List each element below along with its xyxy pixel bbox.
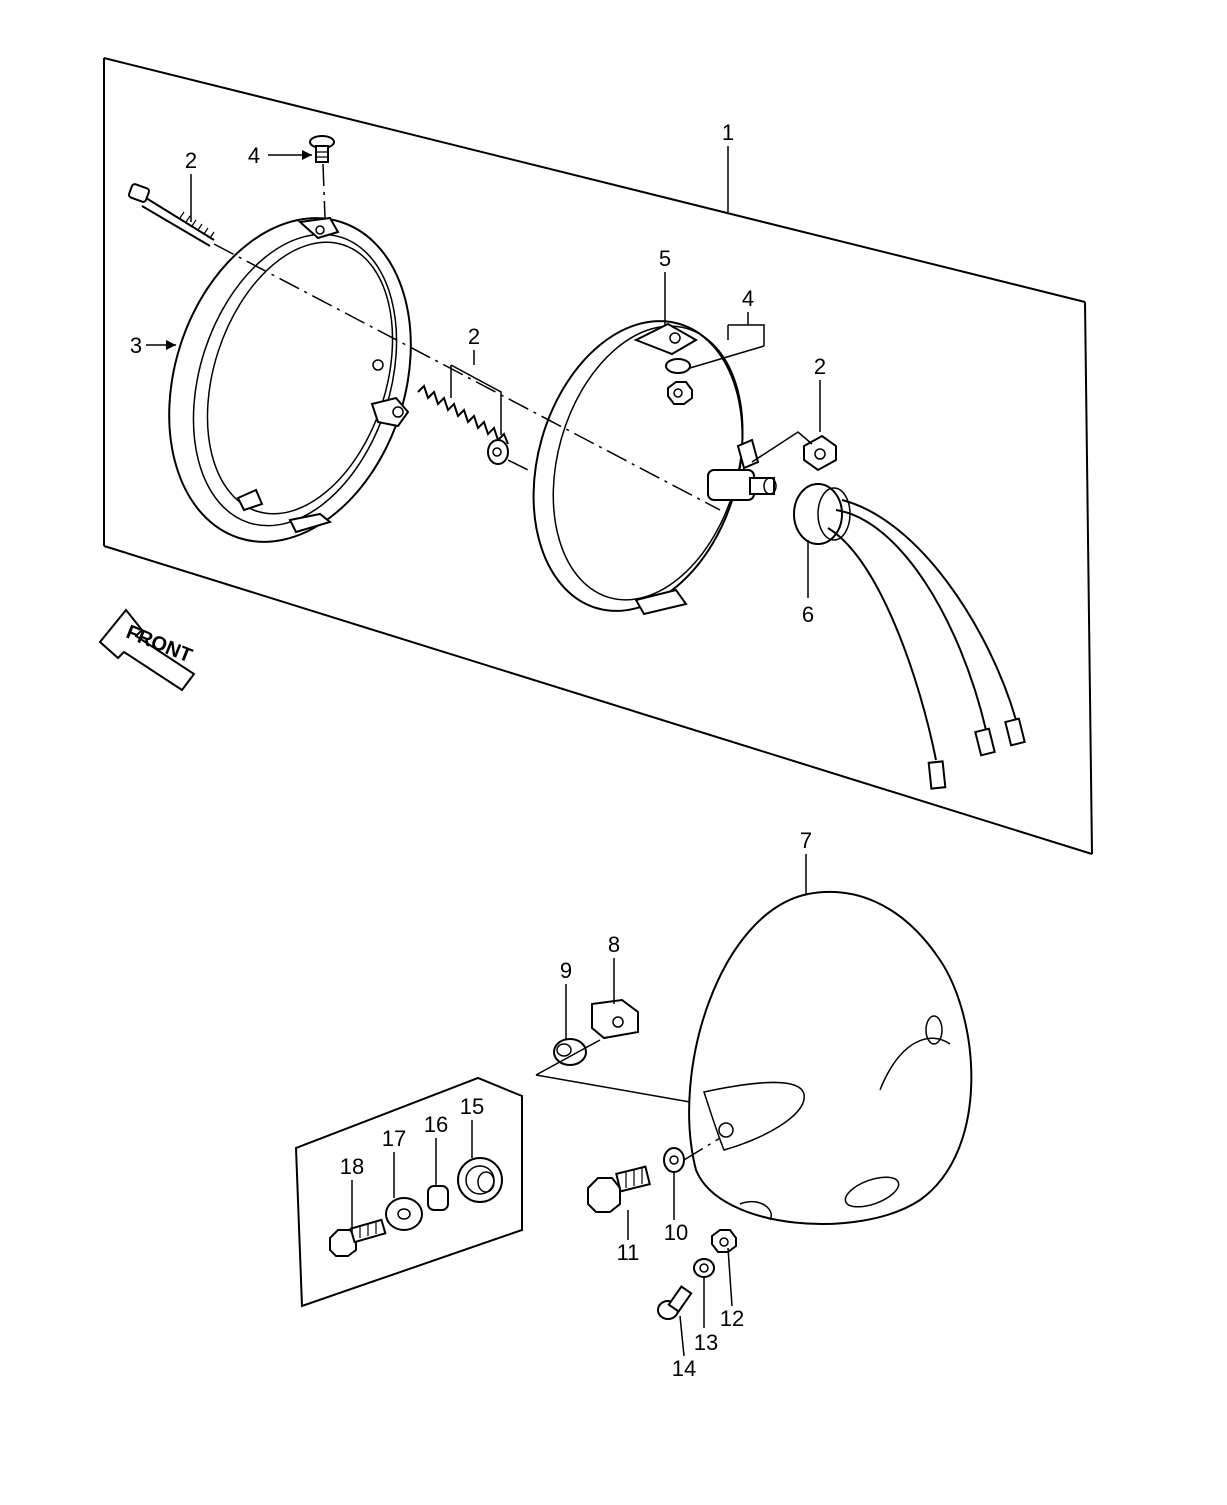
callout-6: 6 xyxy=(802,602,814,627)
mounting-plate xyxy=(591,998,639,1040)
adjusting-spring xyxy=(417,384,509,445)
callout-3: 3 xyxy=(130,333,142,358)
callout-15: 15 xyxy=(460,1094,484,1119)
callout-labels: 1 2 2 2 3 4 4 5 6 7 8 9 10 11 12 13 14 1… xyxy=(130,120,826,1381)
callout-5: 5 xyxy=(659,246,671,271)
callout-12: 12 xyxy=(720,1306,744,1331)
screw-14 xyxy=(657,1285,693,1320)
nut-12 xyxy=(711,1229,737,1253)
washer-17 xyxy=(385,1197,423,1231)
callout-4b: 4 xyxy=(742,286,754,311)
headlight-unit xyxy=(532,320,777,616)
headlight-rim xyxy=(168,216,412,543)
callout-8: 8 xyxy=(608,932,620,957)
leader-arrowhead-4 xyxy=(302,150,312,160)
hex-bolt xyxy=(587,1165,651,1213)
callout-16: 16 xyxy=(424,1112,448,1137)
long-adjusting-bolt xyxy=(127,183,215,247)
callout-18: 18 xyxy=(340,1154,364,1179)
assembly-box-outline xyxy=(103,57,1093,855)
front-direction-arrow: FRONT xyxy=(98,608,196,692)
nut-and-washer xyxy=(665,358,693,405)
alignment-centerlines xyxy=(213,163,721,1161)
bracket-2-right xyxy=(751,431,813,463)
callout-2b: 2 xyxy=(468,324,480,349)
callout-2c: 2 xyxy=(814,354,826,379)
callout-4a: 4 xyxy=(248,143,260,168)
inset-box-outline xyxy=(294,1076,523,1308)
bulb-socket-with-wires xyxy=(793,483,1026,790)
callout-10: 10 xyxy=(664,1220,688,1245)
headlight-housing xyxy=(688,890,973,1225)
callout-2a: 2 xyxy=(185,148,197,173)
grommet-15 xyxy=(457,1157,503,1203)
callout-9: 9 xyxy=(560,958,572,983)
collar-spacer xyxy=(553,1038,587,1066)
bolt-18 xyxy=(329,1218,387,1257)
callout-13: 13 xyxy=(694,1330,718,1355)
spring-washer xyxy=(487,439,509,465)
collar-16 xyxy=(427,1185,449,1211)
flat-washer xyxy=(663,1147,685,1173)
callout-1: 1 xyxy=(722,120,734,145)
callout-7: 7 xyxy=(800,828,812,853)
square-nut xyxy=(803,434,837,472)
bracket-2-mid xyxy=(450,364,502,435)
small-screw xyxy=(309,135,335,163)
bracket-4-right xyxy=(689,324,765,369)
callout-11: 11 xyxy=(617,1240,640,1265)
part-9-guide xyxy=(535,1039,691,1103)
leader-arrowhead-3 xyxy=(166,340,176,350)
lock-washer-13 xyxy=(693,1258,715,1278)
callout-17: 17 xyxy=(382,1126,406,1151)
callout-14: 14 xyxy=(672,1356,696,1381)
